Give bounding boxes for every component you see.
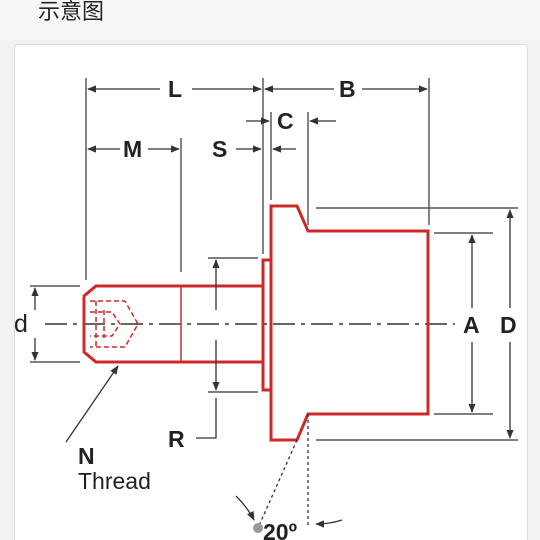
label-M: M: [123, 136, 142, 162]
part-outline: [82, 204, 430, 442]
label-L: L: [168, 76, 182, 102]
angle-vertex-dot: [253, 523, 263, 533]
label-B: B: [339, 76, 356, 102]
header-bar: 示意图: [0, 0, 540, 40]
extension-lines: [30, 78, 518, 441]
label-R: R: [168, 426, 185, 452]
label-thread: Thread: [78, 468, 151, 494]
label-A: A: [463, 312, 480, 338]
hex-socket: [90, 300, 139, 348]
dimension-lines: [31, 85, 514, 529]
label-N: N: [78, 443, 95, 469]
label-d: d: [14, 310, 28, 338]
label-D: D: [500, 312, 517, 338]
label-C: C: [277, 108, 294, 134]
page-title: 示意图: [38, 0, 105, 25]
label-S: S: [212, 136, 227, 162]
flange-ring-outline: [269, 204, 430, 442]
label-angle: 20º: [263, 519, 297, 540]
